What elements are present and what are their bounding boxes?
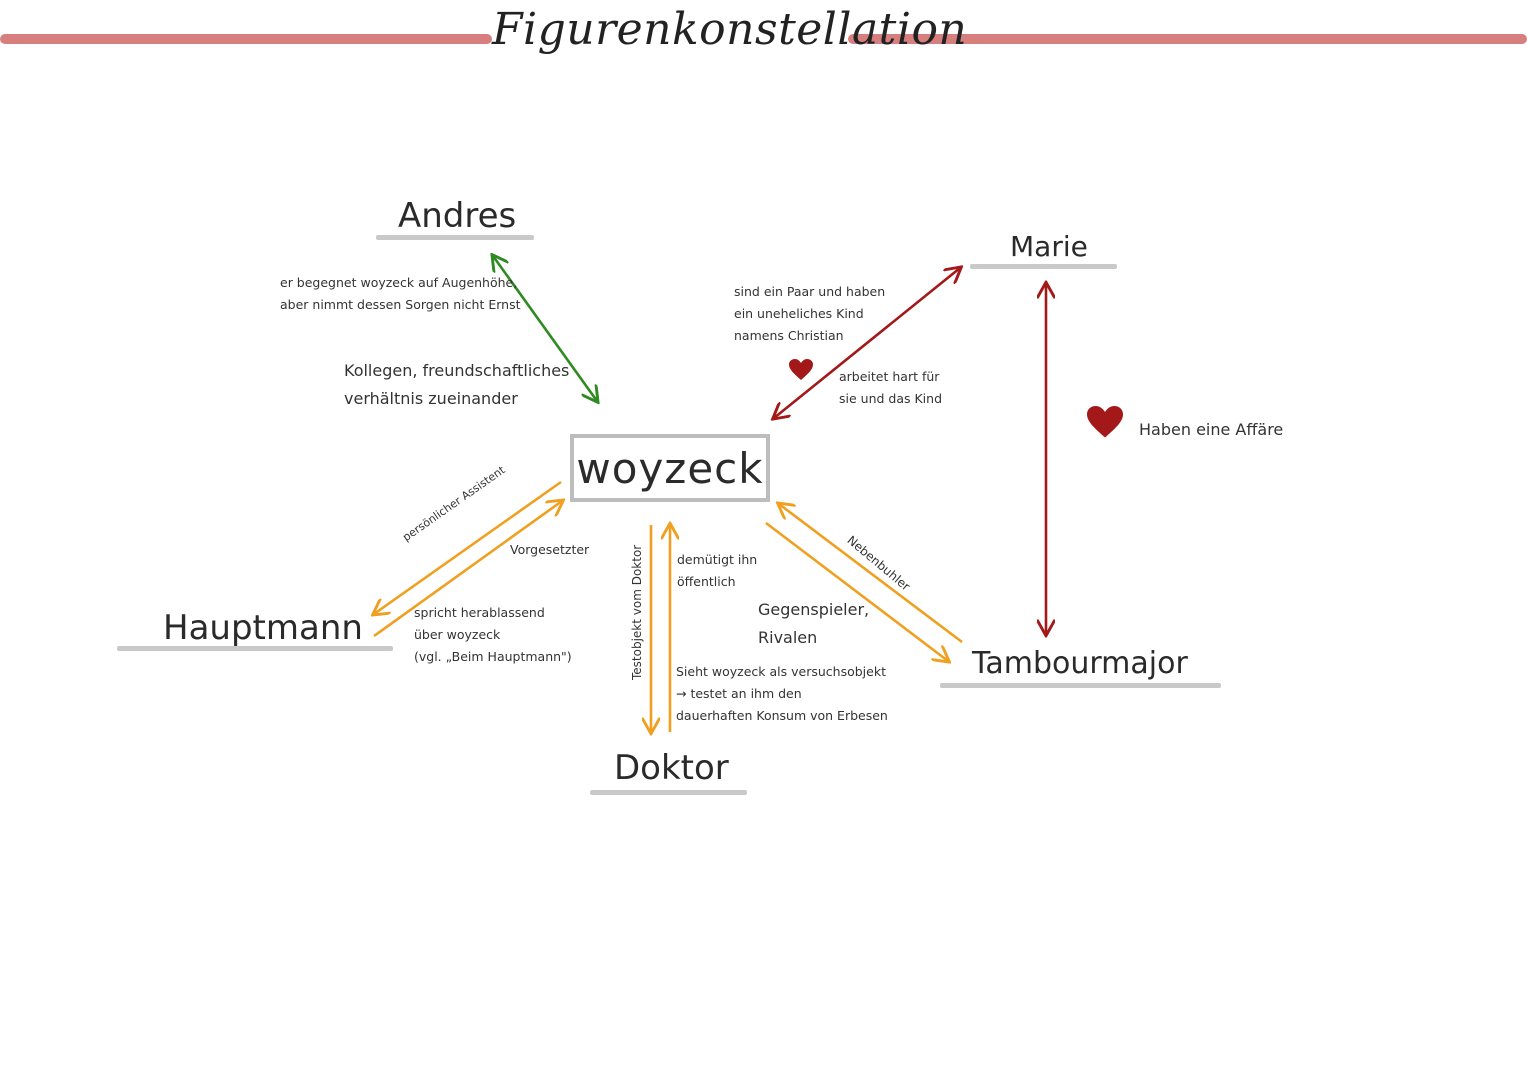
node-andres-underline <box>376 235 534 240</box>
arrow-tambourmajor-woyzeck <box>779 504 963 644</box>
note-line: er begegnet woyzeck auf Augenhöhe, <box>280 275 518 290</box>
note-line: aber nimmt dessen Sorgen nicht Ernst <box>280 297 521 312</box>
arrow-woyzeck-hauptmann <box>374 480 562 614</box>
note-hauptmann-vorgesetzter: Vorgesetzter <box>510 542 590 557</box>
note-line: namens Christian <box>734 328 844 343</box>
note-line: arbeitet hart für <box>839 369 940 384</box>
note-affair: Haben eine Affäre <box>1139 420 1284 439</box>
note-doktor-sees: Sieht woyzeck als versuchsobjekt → teste… <box>676 661 888 727</box>
note-line: (vgl. „Beim Hauptmann") <box>414 649 572 664</box>
note-marie-work: arbeitet hart für sie und das Kind <box>839 366 942 410</box>
node-doktor-underline <box>590 790 747 795</box>
note-line: über woyzeck <box>414 627 501 642</box>
note-line: dauerhaften Konsum von Erbesen <box>676 708 888 723</box>
node-woyzeck-label: woyzeck <box>576 443 764 493</box>
title-bar-right <box>848 34 1527 44</box>
note-marie: sind ein Paar und haben ein uneheliches … <box>734 281 885 347</box>
note-line: Rivalen <box>758 628 818 647</box>
node-doktor: Doktor <box>614 748 729 788</box>
arrow-hauptmann-woyzeck <box>373 501 562 638</box>
note-line: Kollegen, freundschaftliches <box>344 361 570 380</box>
node-andres: Andres <box>398 196 517 236</box>
heart-icon <box>1087 406 1123 438</box>
note-doktor-testobjekt: Testobjekt vom Doktor <box>630 544 644 680</box>
note-line: Sieht woyzeck als versuchsobjekt <box>676 664 886 679</box>
node-marie: Marie <box>1010 230 1088 263</box>
note-line: ein uneheliches Kind <box>734 306 864 321</box>
note-line: verhältnis zueinander <box>344 389 518 408</box>
note-tambour-opponent: Gegenspieler, Rivalen <box>758 596 869 652</box>
arrow-andres-woyzeck <box>493 256 597 401</box>
node-marie-underline <box>970 264 1117 269</box>
note-andres-relation: Kollegen, freundschaftliches verhältnis … <box>344 357 569 413</box>
heart-icon <box>789 359 813 380</box>
note-hauptmann-talk: spricht herablassend über woyzeck (vgl. … <box>414 602 572 668</box>
note-line: Gegenspieler, <box>758 600 870 619</box>
arrow-marie-woyzeck <box>774 268 960 418</box>
note-line: öffentlich <box>677 574 736 589</box>
note-andres: er begegnet woyzeck auf Augenhöhe, aber … <box>280 272 521 316</box>
note-line: → testet an ihm den <box>676 686 802 701</box>
node-tambourmajor: Tambourmajor <box>972 646 1188 681</box>
node-tambourmajor-underline <box>940 683 1221 688</box>
note-line: sie und das Kind <box>839 391 943 406</box>
note-doktor-humiliate: demütigt ihn öffentlich <box>677 549 757 593</box>
node-hauptmann: Hauptmann <box>163 608 363 648</box>
node-hauptmann-underline <box>117 646 393 651</box>
note-line: spricht herablassend <box>414 605 545 620</box>
node-woyzeck: woyzeck <box>570 434 770 502</box>
arrow-woyzeck-tambourmajor <box>765 521 948 661</box>
title-bar-left <box>0 34 492 44</box>
note-line: demütigt ihn <box>677 552 758 567</box>
note-line: sind ein Paar und haben <box>734 284 886 299</box>
